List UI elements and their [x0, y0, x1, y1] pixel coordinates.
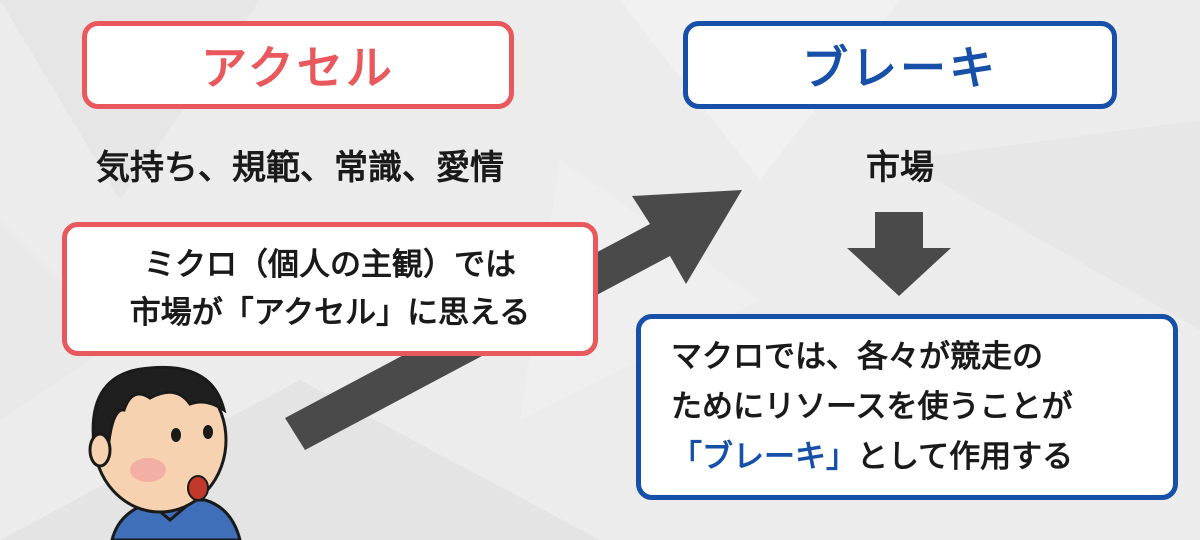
brake-items: 市場 — [866, 148, 934, 188]
micro-perspective-note: ミクロ（個人の主観）では 市場が「アクセル」に思える — [62, 222, 598, 356]
brake-title: ブレーキ — [683, 21, 1117, 109]
macro-note-line3: 「ブレーキ」として作用する — [671, 432, 1073, 482]
micro-note-line2: 市場が「アクセル」に思える — [129, 295, 531, 331]
accelerator-title-text: アクセル — [201, 41, 395, 95]
arrow-down-icon — [847, 212, 951, 296]
macro-note-line1: マクロでは、各々が競走の — [671, 339, 1043, 375]
macro-note-line2: ためにリソースを使うことが — [671, 389, 1073, 425]
macro-note-line3-rest: として作用する — [857, 439, 1074, 475]
accelerator-title: アクセル — [82, 21, 514, 109]
brake-title-text: ブレーキ — [802, 41, 998, 95]
micro-note-line1: ミクロ（個人の主観）では — [144, 247, 516, 283]
macro-perspective-note: マクロでは、各々が競走の ためにリソースを使うことが 「ブレーキ」として作用する — [636, 314, 1178, 500]
macro-note-highlight: 「ブレーキ」 — [671, 439, 857, 475]
accelerator-items: 気持ち、規範、常識、愛情 — [96, 148, 504, 188]
